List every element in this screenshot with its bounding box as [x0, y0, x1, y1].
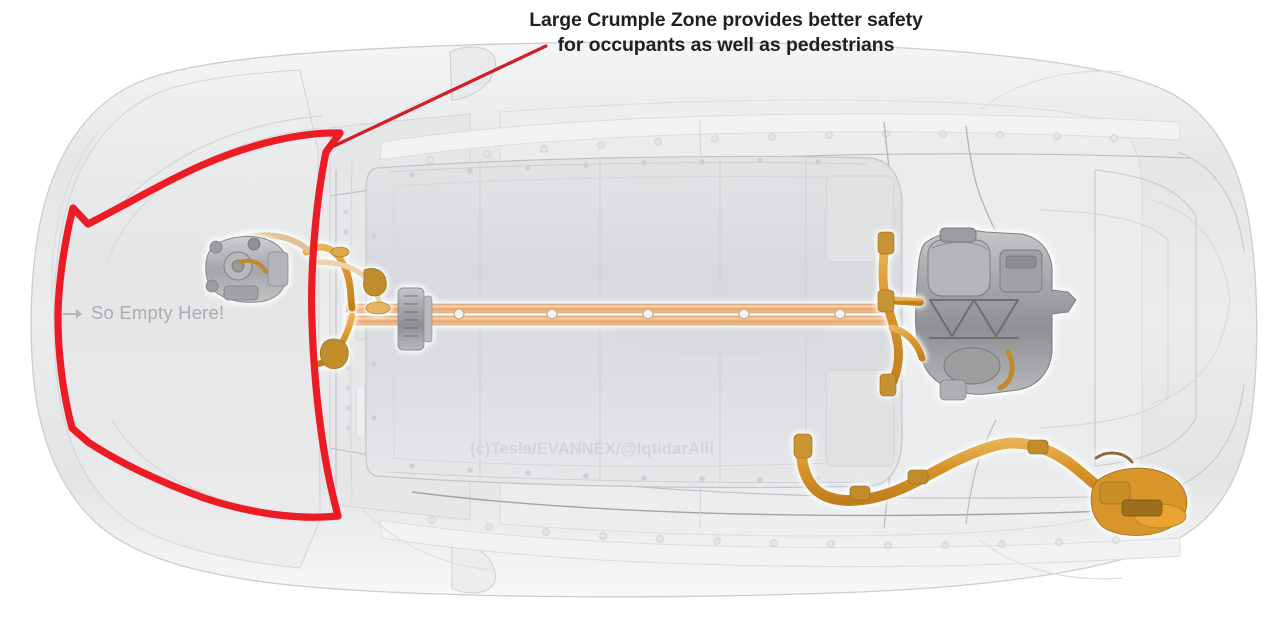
front-wheel-arch-left — [359, 81, 493, 147]
junction-fins — [404, 295, 418, 337]
busbar-mounts — [453, 308, 846, 320]
rear-hv-harness — [877, 231, 926, 397]
drive-unit-mount — [939, 379, 967, 401]
gearcase-ribs — [929, 299, 1019, 339]
rear-wheel-arch-left — [979, 70, 1123, 111]
crumple-zone-highlight-right — [308, 129, 344, 520]
sill-rivets-bottom — [428, 516, 1120, 549]
rocker-panel-left — [379, 113, 1181, 161]
inverter-cover — [1005, 255, 1037, 269]
rocker-panel — [379, 519, 1181, 567]
charge-port-connector — [1099, 481, 1131, 505]
hood-panel — [53, 69, 321, 569]
charge-port-pigtail — [1094, 451, 1134, 464]
deck-crease — [1149, 199, 1231, 405]
compressor-port-b — [205, 279, 219, 293]
junction-connector — [423, 295, 433, 343]
charge-cable-run — [796, 434, 1116, 506]
cable-terminal — [365, 301, 391, 315]
rear-trunk-cable — [878, 235, 903, 393]
junction-box — [397, 287, 425, 351]
hood-seam-inner — [107, 127, 323, 261]
pack-rear-section2 — [825, 369, 895, 467]
rear-hatch-inner — [1039, 209, 1169, 429]
charge-clamp-b — [849, 485, 871, 501]
motor-barrel — [927, 239, 991, 297]
arrow-right-icon — [62, 305, 84, 321]
cable-connector-b — [319, 338, 349, 370]
charge-clamp-a — [793, 433, 813, 459]
empty-frunk-label: So Empty Here! — [62, 302, 224, 324]
door-seam-rear-top2 — [965, 125, 997, 233]
rear-quarter-line-bottom — [1177, 383, 1245, 487]
pack-rear-section — [825, 175, 895, 263]
motor-top-cap — [939, 227, 977, 243]
cable-terminal2 — [330, 246, 350, 258]
compressor-port-a — [209, 240, 223, 254]
hv-busbar — [345, 287, 895, 351]
ac-compressor-module — [205, 235, 289, 303]
compressor-bracket — [223, 285, 259, 301]
harness-clamp-top — [877, 231, 895, 255]
crumple-zone-caption: Large Crumple Zone provides better safet… — [529, 9, 923, 56]
front-bumper-edge — [51, 131, 99, 301]
rear-wheel-arch — [979, 539, 1123, 580]
compressor-inverter — [267, 251, 289, 287]
body-crease-lower — [411, 491, 1181, 517]
charge-port-socket — [1121, 499, 1163, 517]
rear-drive-unit — [915, 227, 1077, 401]
harness-clamp-mid — [877, 289, 895, 313]
harness-clamp-bottom — [879, 373, 897, 397]
firewall-slot2 — [355, 385, 366, 439]
hood-seam-upper — [119, 115, 323, 206]
compressor-port-c — [247, 237, 261, 251]
charge-clamp-c — [907, 469, 929, 485]
rear-quarter-line-top — [1177, 151, 1245, 253]
crumple-zone-highlight-left — [54, 129, 344, 521]
cable-connector-a — [363, 268, 387, 297]
differential-bell — [943, 347, 1001, 385]
empty-frunk-text: So Empty Here! — [91, 302, 225, 323]
compressor-hv-lead — [238, 258, 268, 274]
caption-leader-line — [332, 44, 548, 148]
watermark-credit: (c)Tesla/EVANNEX/@IqtidarAlii — [470, 440, 714, 458]
drive-unit-hv-lead — [997, 349, 1015, 391]
rear-cable-branch-b — [888, 324, 926, 362]
sill-rivets-top — [426, 130, 1118, 164]
charge-port-harness — [793, 433, 1188, 536]
charge-clamp-d — [1027, 439, 1049, 455]
front-wheel-arch — [359, 505, 493, 571]
door-seam-rear-bottom2 — [965, 419, 997, 525]
